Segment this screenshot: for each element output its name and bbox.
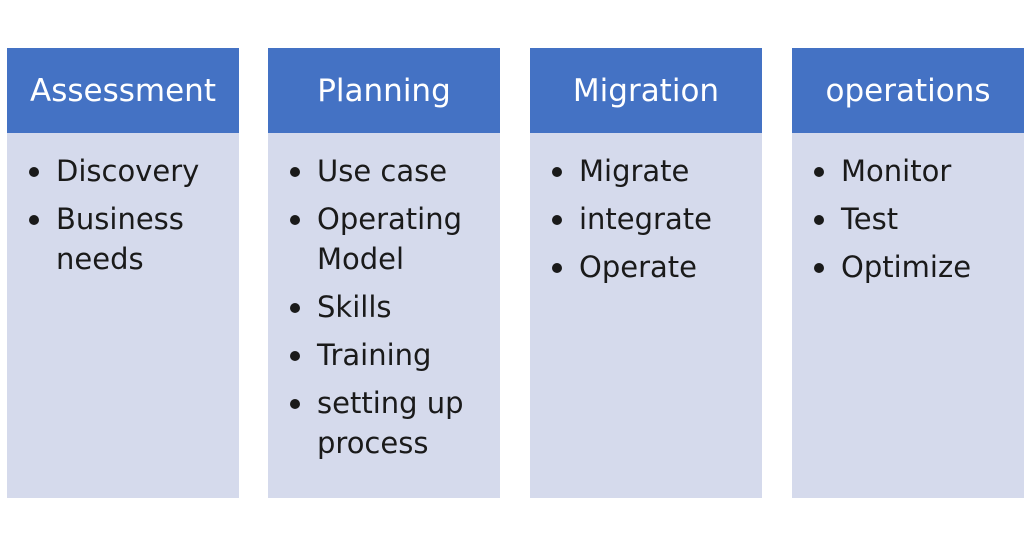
bullet-dot-icon	[290, 351, 300, 361]
stage-item-text: Operating Model	[317, 202, 462, 276]
stage-item: Training	[268, 335, 500, 375]
stage-header: Migration	[530, 48, 762, 133]
stage-item: Test	[792, 199, 1024, 239]
bullet-dot-icon	[290, 303, 300, 313]
stage-item: Migrate	[530, 151, 762, 191]
stage-item-text: Operate	[579, 250, 697, 284]
stage-header: Planning	[268, 48, 500, 133]
bullet-dot-icon	[814, 263, 824, 273]
stage-item-text: integrate	[579, 202, 712, 236]
stage-item-text: Monitor	[841, 154, 952, 188]
stage-item: Discovery	[7, 151, 239, 191]
bullet-dot-icon	[290, 399, 300, 409]
bullet-dot-icon	[290, 167, 300, 177]
stage-header: operations	[792, 48, 1024, 133]
bullet-dot-icon	[290, 215, 300, 225]
stage-item: Operating Model	[268, 199, 500, 279]
stage-item: Use case	[268, 151, 500, 191]
stage-item-text: Optimize	[841, 250, 972, 284]
bullet-dot-icon	[552, 215, 562, 225]
stage-item-text: Test	[841, 202, 899, 236]
stage-item-text: Skills	[317, 290, 392, 324]
stage-item-text: Discovery	[56, 154, 200, 188]
stage-header: Assessment	[7, 48, 239, 133]
bullet-dot-icon	[814, 167, 824, 177]
stage-item-text: Use case	[317, 154, 448, 188]
bullet-dot-icon	[552, 167, 562, 177]
stage-item: Operate	[530, 247, 762, 287]
stage-item: Optimize	[792, 247, 1024, 287]
stage-item: Monitor	[792, 151, 1024, 191]
stage-item: integrate	[530, 199, 762, 239]
bullet-dot-icon	[29, 167, 39, 177]
bullet-dot-icon	[29, 215, 39, 225]
stage-item: Skills	[268, 287, 500, 327]
stage-item: Business needs	[7, 199, 239, 279]
stage-item-text: setting up process	[317, 386, 464, 460]
bullet-dot-icon	[814, 215, 824, 225]
stage-item-text: Business needs	[56, 202, 184, 276]
stage-item: setting up process	[268, 383, 500, 463]
stage-item-text: Training	[317, 338, 432, 372]
stage-item-text: Migrate	[579, 154, 690, 188]
bullet-dot-icon	[552, 263, 562, 273]
